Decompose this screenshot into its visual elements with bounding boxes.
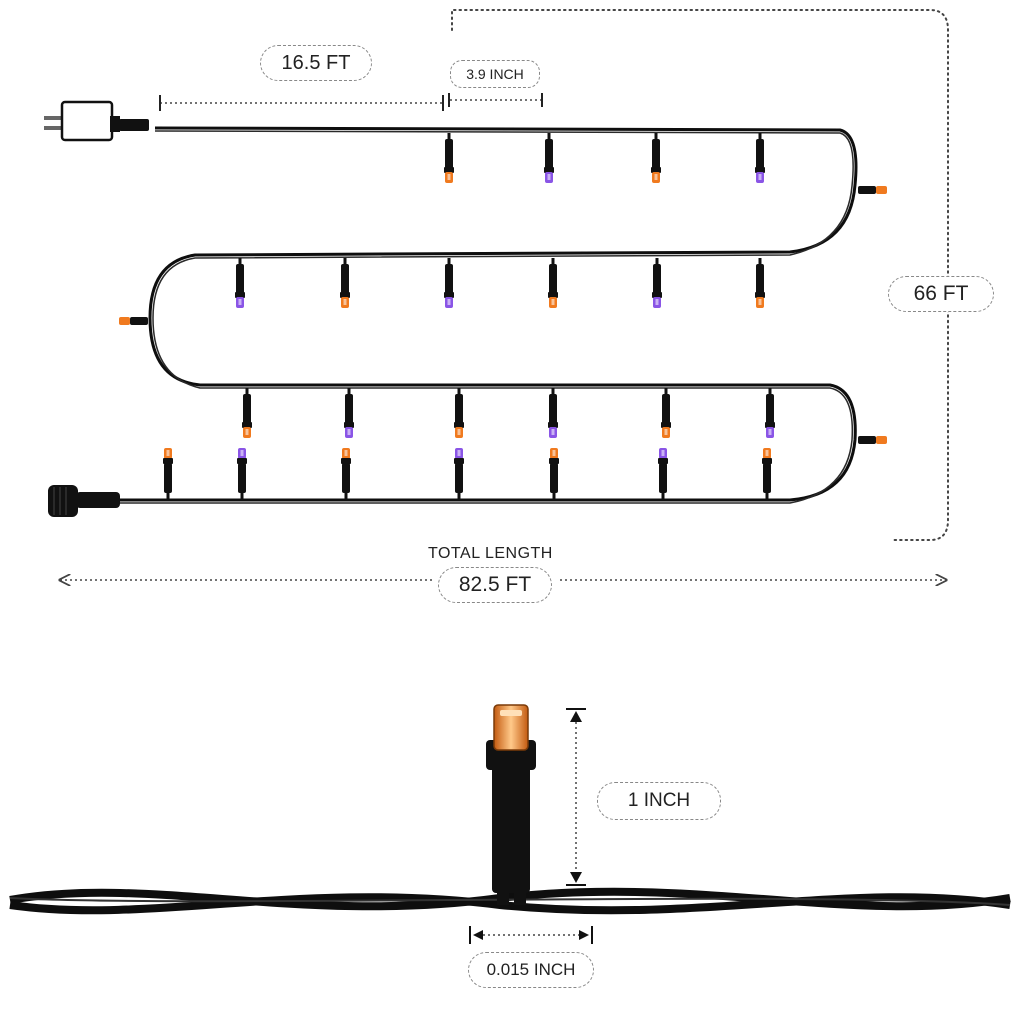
total-length-label: 82.5 FT	[438, 567, 552, 603]
wire-gap-label: 0.015 INCH	[468, 952, 594, 988]
bulb-row2-2	[340, 258, 350, 308]
bulb-row3-top-1	[242, 388, 252, 438]
bulb-end-right-bottom	[858, 436, 887, 444]
main-wire	[118, 126, 858, 504]
closeup-wire	[9, 887, 1011, 915]
bulb-height-dimension	[566, 708, 586, 886]
bulb-spacing-label: 3.9 INCH	[450, 60, 540, 88]
bulb-row1-2	[544, 133, 554, 183]
bulb-group	[119, 133, 887, 500]
bulb-row2-1	[235, 258, 245, 308]
bulb-row3-top-2	[344, 388, 354, 438]
ac-plug-adapter-icon	[44, 100, 149, 142]
bulb-row3-bottom-1	[163, 448, 173, 500]
bulb-row3-bottom-7	[762, 448, 772, 500]
closeup-bulb	[486, 704, 536, 905]
bulb-row3-bottom-2	[237, 448, 247, 500]
bulb-row2-3	[444, 258, 454, 308]
bulb-row2-5	[652, 258, 662, 308]
bulb-row3-top-4	[548, 388, 558, 438]
bulb-row3-bottom-4	[454, 448, 464, 500]
bulb-row3-top-3	[454, 388, 464, 438]
bulb-row3-bottom-5	[549, 448, 559, 500]
bulb-row3-top-6	[765, 388, 775, 438]
wire-gap-dimension	[469, 926, 593, 944]
bulb-row2-4	[548, 258, 558, 308]
bulb-height-label: 1 INCH	[597, 782, 721, 820]
bulb-row1-1	[444, 133, 454, 183]
bulb-row2-6	[755, 258, 765, 308]
lit-length-label: 66 FT	[888, 276, 994, 312]
bulb-end-left	[119, 317, 148, 325]
end-connector-icon	[48, 485, 120, 517]
lit-section-outline	[451, 9, 949, 541]
bulb-row1-4	[755, 133, 765, 183]
lead-length-label: 16.5 FT	[260, 45, 372, 81]
total-length-caption: TOTAL LENGTH	[428, 545, 553, 562]
bulb-row1-3	[651, 133, 661, 183]
bulb-row3-bottom-3	[341, 448, 351, 500]
bulb-end-right-top	[858, 186, 887, 194]
bulb-row3-top-5	[661, 388, 671, 438]
bulb-row3-bottom-6	[658, 448, 668, 500]
